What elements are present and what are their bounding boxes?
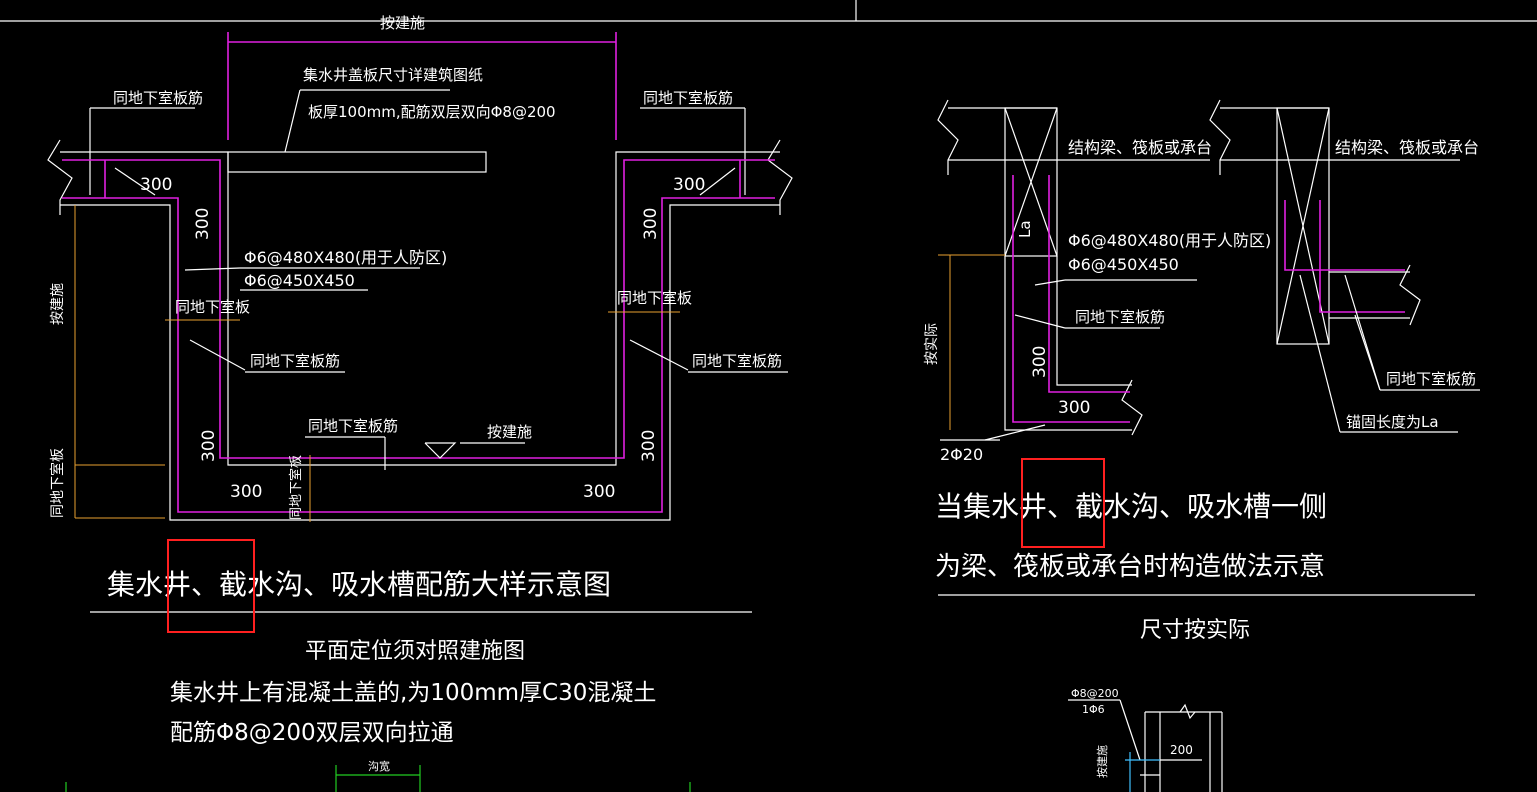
bar-2phi20: 2Φ20 — [940, 445, 983, 464]
len-300-br: 300 — [583, 482, 615, 502]
small-sub-label: 1Φ6 — [1082, 703, 1105, 716]
note-3: 配筋Φ8@200双层双向拉通 — [170, 720, 454, 746]
len-300-vl: 300 — [193, 208, 213, 240]
break-r3 — [1209, 99, 1231, 175]
title-2-r: 为梁、筏板或承台时构造做法示意 — [935, 552, 1325, 582]
top-dim-text: 按建施 — [380, 14, 425, 32]
slab-label-left: 同地下室板筋 — [113, 89, 203, 107]
trench-width: 沟宽 — [368, 759, 390, 773]
title: 集水井、截水沟、吸水槽配筋大样示意图 — [107, 568, 611, 601]
beam-label-1: 结构梁、筏板或承台 — [1068, 138, 1212, 157]
title-1-r: 当集水井、截水沟、吸水槽一侧 — [935, 490, 1327, 523]
break-r4 — [1399, 264, 1421, 326]
len-300-tl: 300 — [140, 175, 172, 195]
len-300-tr: 300 — [673, 175, 705, 195]
small-leader — [1119, 699, 1141, 761]
bottom-side-mid: 同地下室板 — [288, 455, 304, 520]
title-1-part-a: 当集水井、 — [935, 490, 1075, 523]
wall-outline-outer — [1004, 256, 1132, 431]
len-300-bvl: 300 — [199, 430, 219, 462]
len-300-bl: 300 — [230, 482, 262, 502]
wall-outline-inner — [1056, 256, 1132, 386]
wall-label-right: 同地下室板 — [617, 289, 692, 307]
rebar-r2-b — [1319, 200, 1405, 313]
title-part-b: 截水沟 — [219, 568, 303, 601]
break-left — [47, 139, 73, 215]
cover-note-2: 板厚100mm,配筋双层双向Φ8@200 — [308, 103, 556, 121]
cover-note-1: 集水井盖板尺寸详建筑图纸 — [303, 66, 483, 84]
beam-label-2: 结构梁、筏板或承台 — [1335, 138, 1479, 157]
small-break — [1179, 703, 1196, 720]
rebar-outer-r — [1012, 175, 1130, 423]
title-part-c: 、吸水槽配筋大样示意图 — [303, 568, 611, 601]
hook-tl — [114, 167, 156, 196]
highlight-box-right — [1021, 458, 1105, 548]
cover-slab — [227, 151, 487, 173]
hook-tr — [699, 167, 736, 196]
cover-leader — [284, 89, 301, 153]
title-1-part-b: 截水沟 — [1075, 490, 1159, 523]
rebar-outer — [62, 197, 775, 513]
wall-label-left: 同地下室板 — [175, 298, 250, 316]
small-side: 按建施 — [1095, 745, 1109, 778]
left-detail: 按建施 集水井盖板尺寸详建筑图纸 板厚100mm,配筋双层双向Φ8@200 同地… — [47, 14, 793, 792]
anchor: 锚固长度为La — [1346, 413, 1439, 431]
wall-bar-leader-r — [629, 339, 689, 371]
bottom-level: 按建施 — [487, 423, 532, 441]
slab-bar-right: 同地下室板筋 — [1386, 370, 1476, 388]
rebar-r2-a — [1284, 200, 1405, 271]
break-r2 — [1121, 379, 1143, 436]
rebar-leader-r — [1034, 279, 1066, 286]
bottom-bar: 同地下室板筋 — [308, 417, 398, 435]
small-detail: Φ8@200 1Φ6 200 按建施 — [1068, 687, 1223, 792]
title-part-a: 集水井、 — [107, 568, 219, 601]
rebar-1-r: Φ6@480X480(用于人防区) — [1068, 231, 1271, 250]
slab-bar-leader-r — [1014, 314, 1066, 329]
rebar-inner-r — [1048, 175, 1130, 393]
rebar-1: Φ6@480X480(用于人防区) — [244, 248, 447, 267]
rebar-leader — [184, 267, 241, 271]
rebar-2-r: Φ6@450X450 — [1068, 255, 1179, 274]
note-2: 集水井上有混凝土盖的,为100mm厚C30混凝土 — [170, 680, 656, 706]
len-300-v-r: 300 — [1030, 346, 1050, 378]
la-label: La — [1016, 220, 1034, 238]
title-1-part-c: 、吸水槽一侧 — [1159, 490, 1327, 523]
len-300-h-r: 300 — [1058, 398, 1090, 418]
inner-outline — [60, 151, 780, 466]
small-top-label: Φ8@200 — [1071, 687, 1119, 700]
break-right — [767, 139, 793, 215]
outer-outline — [60, 204, 780, 521]
bottom-side-left: 同地下室板 — [49, 448, 66, 518]
rebar-2: Φ6@450X450 — [244, 271, 355, 290]
level-mark — [424, 442, 457, 459]
size-note: 尺寸按实际 — [1140, 618, 1250, 643]
slab-bar-leader-r2b — [1354, 314, 1381, 391]
bar-2phi20-leader — [984, 424, 1046, 441]
wall-bar-left: 同地下室板筋 — [250, 352, 340, 370]
wall-bar-right: 同地下室板筋 — [692, 352, 782, 370]
len-300-bvr: 300 — [639, 430, 659, 462]
side-dim: 按建施 — [50, 283, 66, 325]
small-dim-text: 200 — [1170, 743, 1193, 757]
note-1: 平面定位须对照建施图 — [305, 639, 525, 664]
break-r1 — [937, 99, 959, 175]
slab-label-right: 同地下室板筋 — [643, 89, 733, 107]
anchor-leader — [1299, 274, 1341, 433]
right-detail: 结构梁、筏板或承台 La Φ6@480X480(用于人防区) Φ6@450X45… — [924, 99, 1480, 643]
len-300-vr: 300 — [641, 208, 661, 240]
rebar-inner — [62, 159, 775, 459]
highlight-box-left — [167, 539, 255, 633]
wall-bar-leader-l — [189, 339, 246, 371]
beam-x-2b — [1276, 107, 1330, 345]
side-dim-r: 按实际 — [924, 323, 940, 365]
slab-bar-r: 同地下室板筋 — [1075, 308, 1165, 326]
